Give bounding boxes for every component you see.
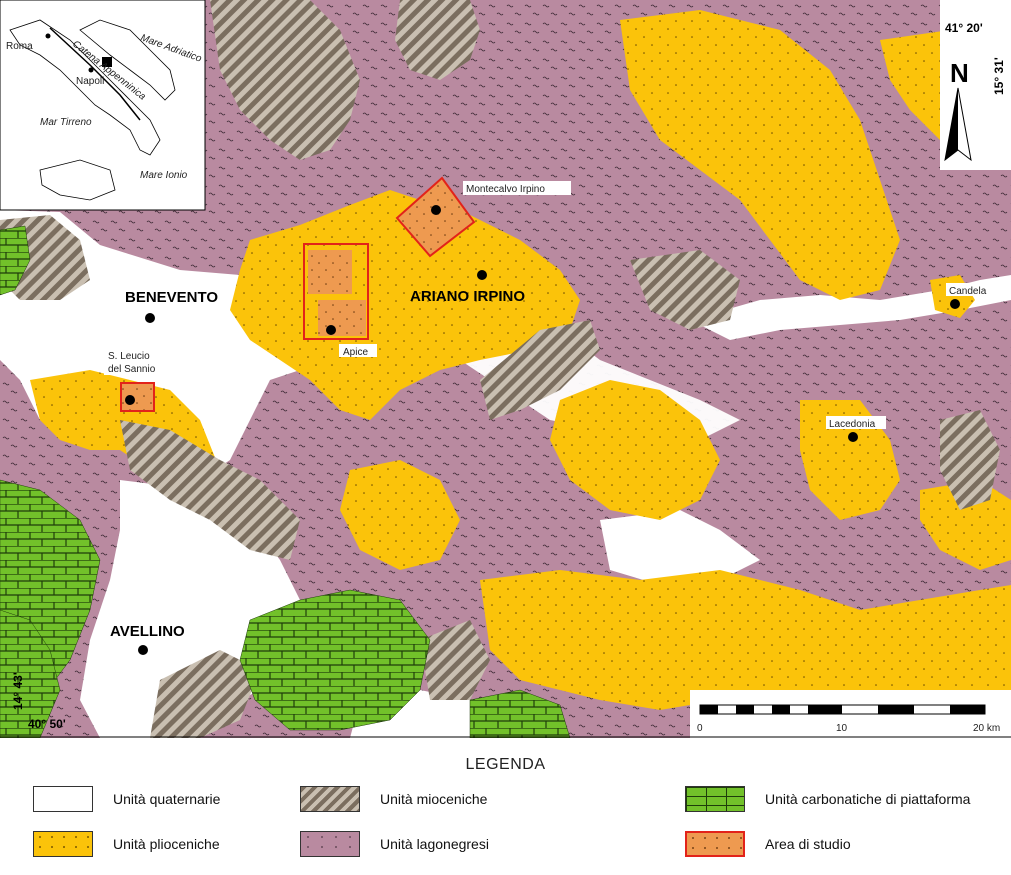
legend-item-quaternary: Unità quaternarie <box>33 786 220 812</box>
legend-label-carbonate: Unità carbonatiche di piattaforma <box>765 791 971 807</box>
label-apice: Apice <box>343 347 368 358</box>
legend: LEGENDA Unità quaternarie Unità miocenic… <box>0 738 1011 875</box>
coord-left-lon: 14° 43' <box>11 672 25 710</box>
miocene-areas <box>0 0 1000 738</box>
study-area-sleucio <box>120 382 155 412</box>
legend-label-pliocene: Unità plioceniche <box>113 836 220 852</box>
legend-label-lagonegro: Unità lagonegresi <box>380 836 489 852</box>
legend-label-study-area: Area di studio <box>765 836 851 852</box>
legend-label-quaternary: Unità quaternarie <box>113 791 221 807</box>
legend-title: LEGENDA <box>465 756 546 773</box>
legend-item-pliocene: Unità plioceniche <box>33 831 220 857</box>
legend-swatch-miocene <box>300 786 360 812</box>
inset-label-ionio: Mare Ionio <box>140 170 188 181</box>
study-area-montecalvo <box>395 176 476 258</box>
coord-top-right-lat: 41° 20' <box>945 21 983 35</box>
legend-item-lagonegro: Unità lagonegresi <box>300 831 489 857</box>
label-candela: Candela <box>949 286 987 297</box>
label-ariano-irpino: ARIANO IRPINO <box>410 288 525 305</box>
legend-label-miocene: Unità mioceniche <box>380 791 488 807</box>
label-lacedonia: Lacedonia <box>829 419 876 430</box>
scale-bar: 0 10 20 km <box>690 690 1011 738</box>
legend-swatch-study-area <box>685 831 745 857</box>
coord-bottom-left-lat: 40° 50' <box>28 717 66 731</box>
label-montecalvo-irpino: Montecalvo Irpino <box>466 184 545 195</box>
legend-item-study-area: Area di studio <box>685 831 851 857</box>
scale-tick-20: 20 km <box>973 723 1000 734</box>
north-label: N <box>950 58 969 88</box>
coord-right-lon: 15° 31' <box>992 57 1006 95</box>
geological-map: Roma Napoli Catena Appenninica Mare Adri… <box>0 0 1011 738</box>
legend-swatch-quaternary <box>33 786 93 812</box>
inset-label-tirreno: Mar Tirreno <box>40 117 92 128</box>
label-benevento: BENEVENTO <box>125 289 218 306</box>
label-avellino: AVELLINO <box>110 623 185 640</box>
carbonate-areas <box>0 225 571 738</box>
legend-item-carbonate: Unità carbonatiche di piattaforma <box>685 786 970 812</box>
legend-swatch-carbonate <box>685 786 745 812</box>
label-del-sannio: del Sannio <box>108 364 156 375</box>
inset-map: Roma Napoli Catena Appenninica Mare Adri… <box>0 0 206 211</box>
label-sleucio: S. Leucio <box>108 351 150 362</box>
study-area-apice <box>303 243 369 340</box>
inset-label-napoli: Napoli <box>76 76 104 87</box>
legend-item-miocene: Unità mioceniche <box>300 786 487 812</box>
city-markers <box>125 205 960 655</box>
scale-tick-10: 10 <box>836 723 848 734</box>
scale-tick-0: 0 <box>697 723 703 734</box>
legend-swatch-lagonegro <box>300 831 360 857</box>
inset-label-roma: Roma <box>6 41 33 52</box>
legend-swatch-pliocene <box>33 831 93 857</box>
